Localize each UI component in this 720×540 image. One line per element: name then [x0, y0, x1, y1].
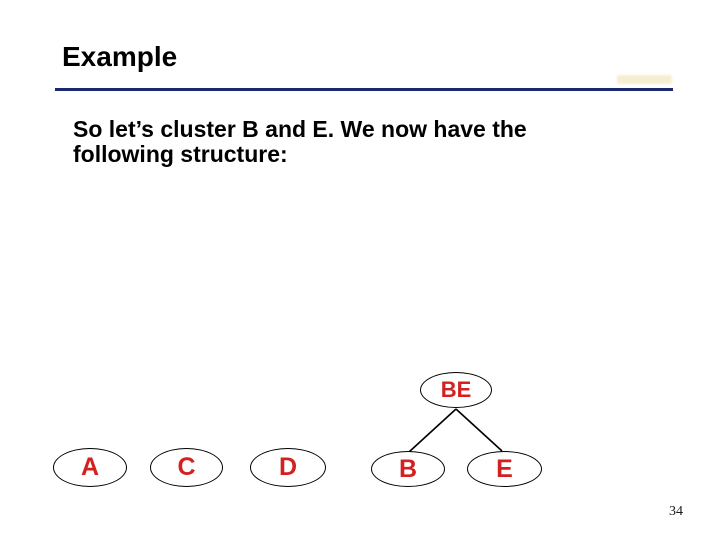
body-line: following structure:: [73, 141, 288, 167]
node-label: B: [398, 454, 418, 483]
slide-title: Example: [62, 41, 178, 72]
title-underline: [55, 88, 673, 91]
body-text: So let’s cluster B and E. We now have th…: [73, 117, 527, 167]
node-label: C: [177, 453, 196, 481]
node-b: B: [371, 451, 445, 487]
node-label: BE: [440, 377, 472, 402]
watermark: [617, 75, 672, 84]
body-line: So let’s cluster B and E. We now have th…: [73, 116, 527, 142]
node-label: E: [496, 454, 513, 483]
node-label: A: [80, 453, 100, 481]
tree-edge-be-e: [455, 408, 503, 452]
node-be: BE: [420, 372, 492, 408]
node-c: C: [150, 448, 223, 487]
node-label: D: [278, 453, 298, 481]
node-e: E: [467, 451, 542, 487]
node-a: A: [53, 448, 127, 487]
page-number: 34: [669, 504, 683, 519]
node-d: D: [250, 448, 326, 487]
tree-edge-be-b: [408, 408, 457, 453]
